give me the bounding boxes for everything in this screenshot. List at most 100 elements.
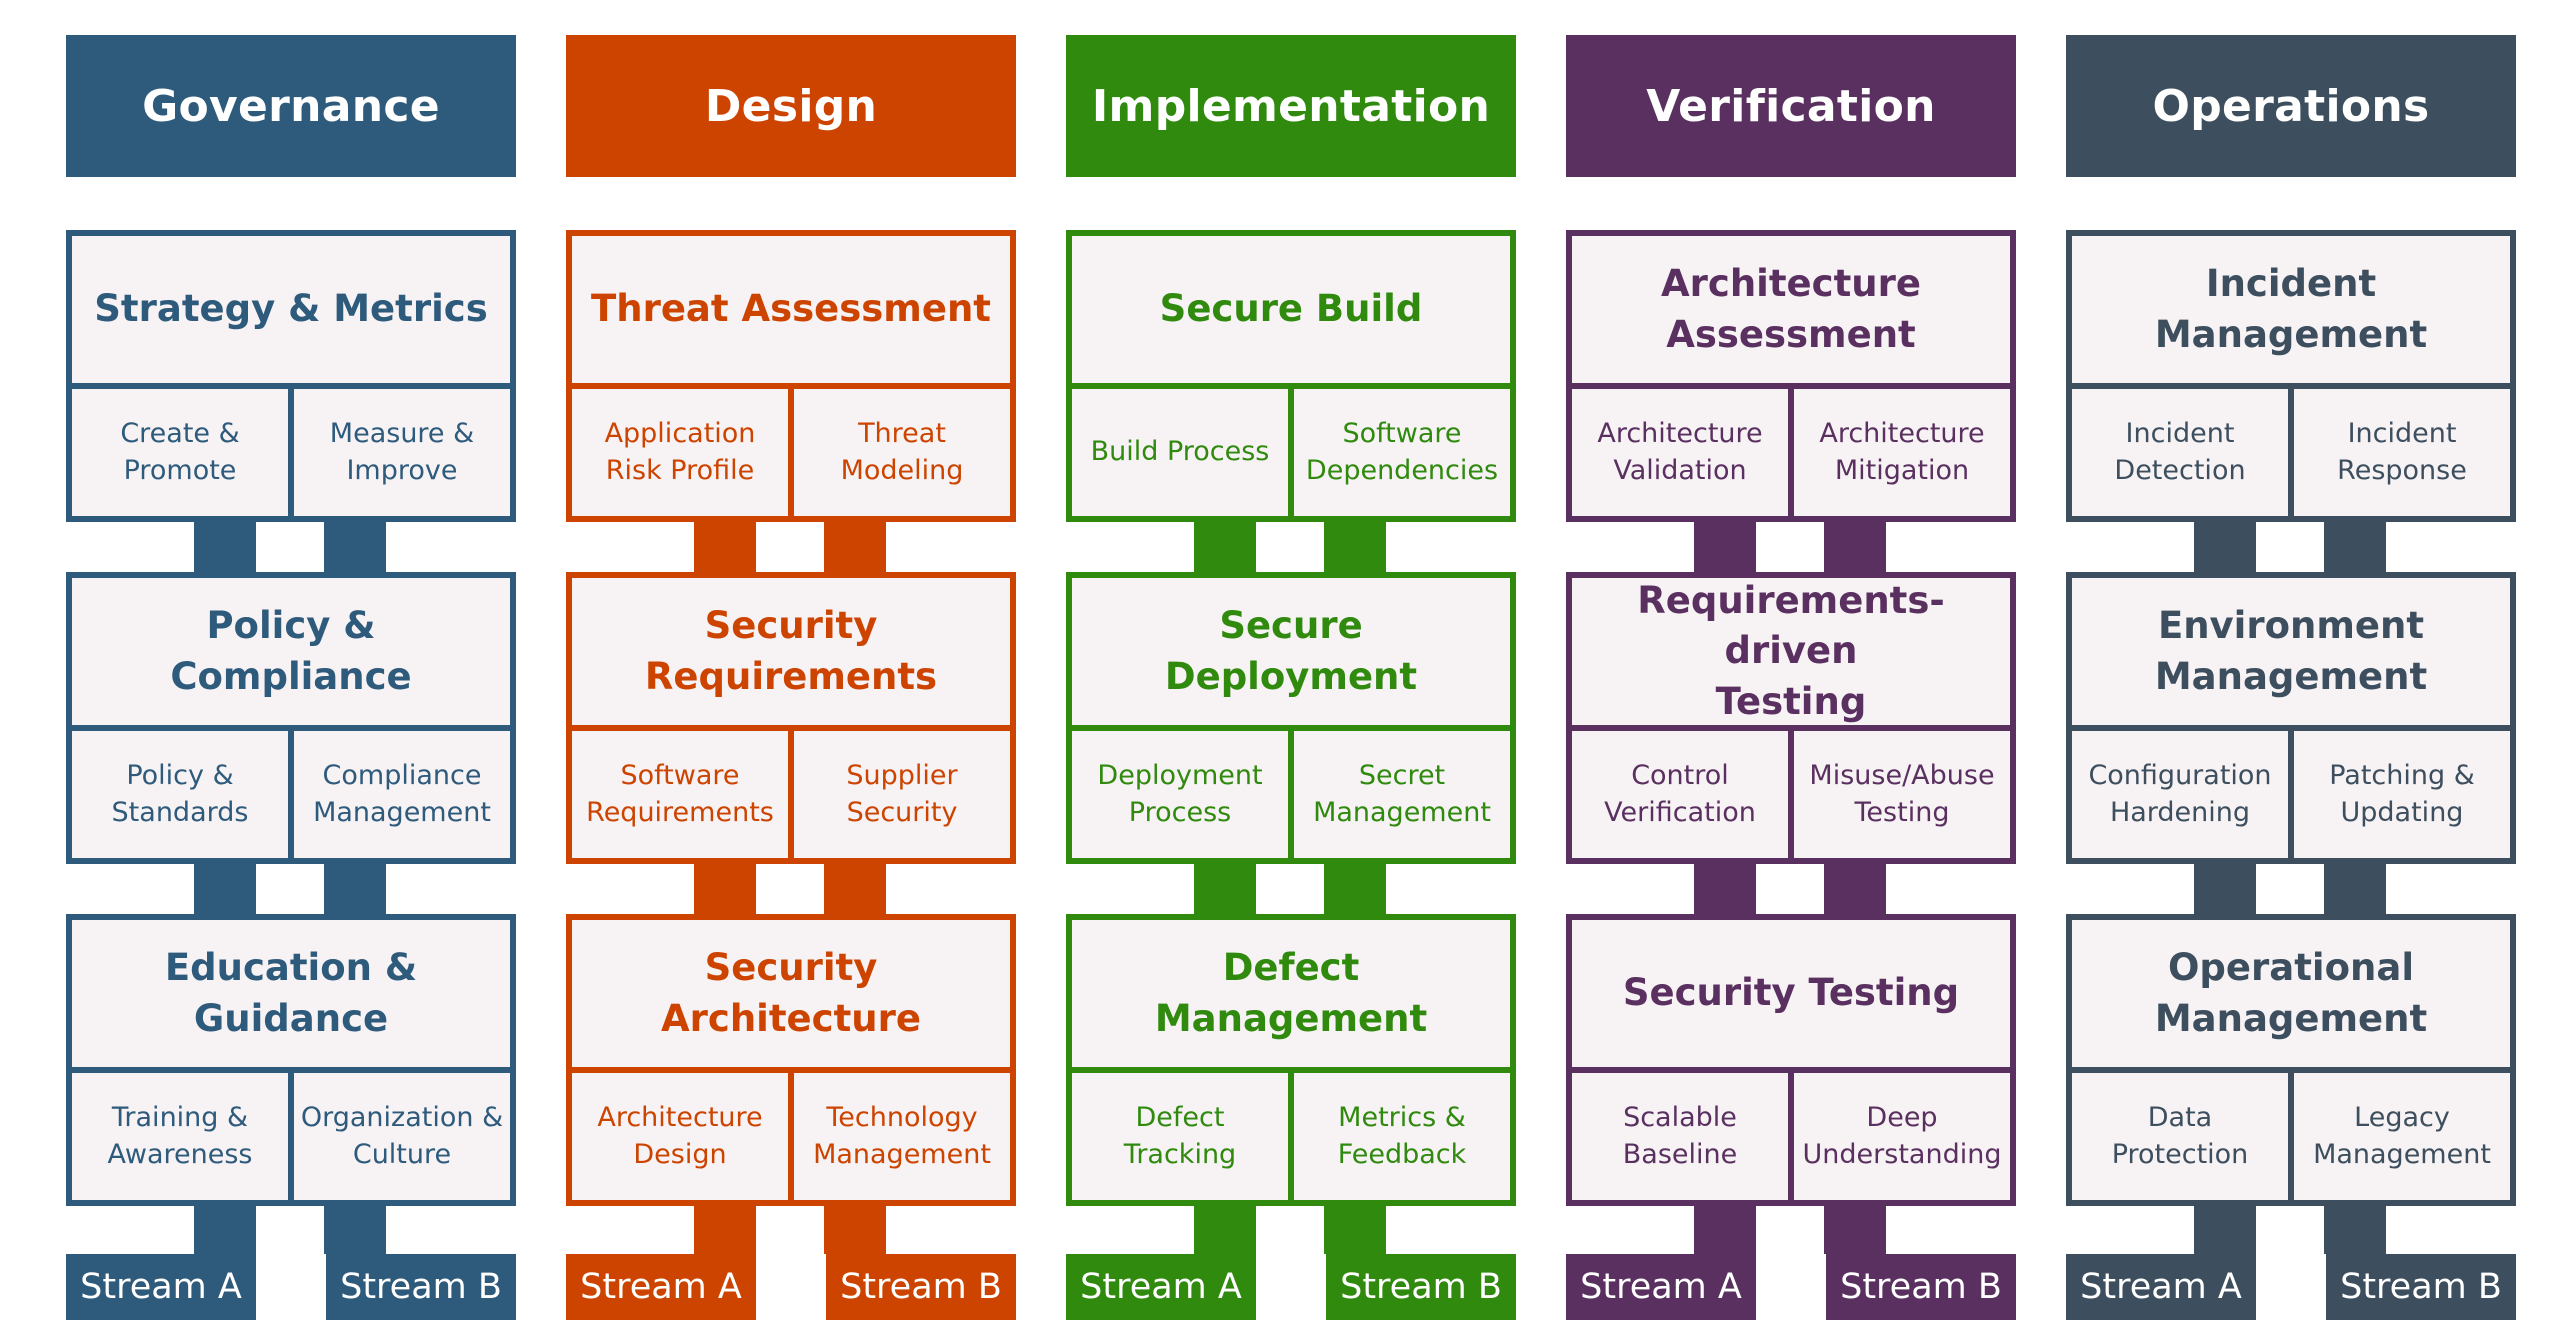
stream-activity-b: Metrics & Feedback <box>1337 1102 1467 1170</box>
stream-divider <box>1288 731 1294 858</box>
practice-title: Operational Management <box>2154 946 2428 1040</box>
stream-connector-a <box>694 1202 756 1254</box>
stream-activity-a: Data Protection <box>2111 1102 2249 1170</box>
practice-title: Security Requirements <box>644 604 938 698</box>
stream-divider <box>1288 1073 1294 1200</box>
practice-title-cell: Education & Guidance <box>72 920 510 1073</box>
stream-connector-a <box>2194 522 2256 578</box>
practice-title-cell: Threat Assessment <box>572 236 1010 389</box>
stream-activity-b: Compliance Management <box>313 760 491 828</box>
stream-activity-b: Patching & Updating <box>2329 760 2475 828</box>
stream-activity-b: Organization & Culture <box>300 1102 504 1170</box>
stream-connector-a <box>1194 1202 1256 1254</box>
stream-connector-b <box>1324 522 1386 578</box>
stream-activity-b: Architecture Mitigation <box>1819 418 1985 486</box>
stream-activity-a: Control Verification <box>1604 760 1756 828</box>
stream-activity-b: Deep Understanding <box>1802 1102 2002 1170</box>
stream-connector-a <box>1694 864 1756 920</box>
practice-title: Secure Build <box>1159 287 1423 331</box>
stream-activity-b: Incident Response <box>2337 418 2467 486</box>
practice-title: Incident Management <box>2154 262 2428 356</box>
practice-title: Policy & Compliance <box>170 604 412 698</box>
practice-title: Strategy & Metrics <box>94 287 488 331</box>
stream-activity-a: Defect Tracking <box>1123 1102 1237 1170</box>
practice-title-cell: Policy & Compliance <box>72 578 510 731</box>
practice-title-cell: Secure Build <box>1072 236 1510 389</box>
stream-connector-a <box>2194 864 2256 920</box>
stream-activity-b: Technology Management <box>813 1102 991 1170</box>
stream-activity-b: Legacy Management <box>2313 1102 2491 1170</box>
practice-title: Requirements-driven Testing <box>1637 579 1945 723</box>
stream-divider <box>288 1073 294 1200</box>
stream-label-a: Stream A <box>66 1254 256 1320</box>
stream-divider <box>788 731 794 858</box>
stream-divider <box>2288 1073 2294 1200</box>
practice-title: Education & Guidance <box>164 946 418 1040</box>
business-function-header: Implementation <box>1066 35 1516 177</box>
practice-title: Defect Management <box>1154 946 1428 1040</box>
stream-divider <box>1288 389 1294 516</box>
stream-connector-b <box>824 1202 886 1254</box>
stream-label-a: Stream A <box>2066 1254 2256 1320</box>
stream-activity-a: Configuration Hardening <box>2088 760 2272 828</box>
stream-activity-a: Application Risk Profile <box>604 418 756 486</box>
stream-divider <box>788 389 794 516</box>
stream-label-a: Stream A <box>1066 1254 1256 1320</box>
stream-connector-b <box>324 864 386 920</box>
stream-label-b: Stream B <box>2326 1254 2516 1320</box>
practice-title-cell: Defect Management <box>1072 920 1510 1073</box>
stream-connector-b <box>324 1202 386 1254</box>
stream-connector-a <box>194 864 256 920</box>
stream-connector-b <box>1324 1202 1386 1254</box>
practice-title-cell: Security Requirements <box>572 578 1010 731</box>
practice-title: Threat Assessment <box>591 287 991 331</box>
stream-connector-a <box>694 522 756 578</box>
stream-connector-b <box>324 522 386 578</box>
stream-label-a: Stream A <box>1566 1254 1756 1320</box>
stream-divider <box>288 389 294 516</box>
stream-connector-b <box>1824 864 1886 920</box>
stream-connector-a <box>2194 1202 2256 1254</box>
stream-activity-b: Misuse/Abuse Testing <box>1809 760 1995 828</box>
stream-divider <box>2288 389 2294 516</box>
stream-activity-a: Scalable Baseline <box>1622 1102 1738 1170</box>
stream-activity-b: Threat Modeling <box>840 418 964 486</box>
practice-title: Architecture Assessment <box>1661 262 1921 356</box>
stream-divider <box>788 1073 794 1200</box>
practice-title-cell: Requirements-driven Testing <box>1572 578 2010 731</box>
business-function-header: Governance <box>66 35 516 177</box>
business-function-header: Design <box>566 35 1016 177</box>
stream-connector-a <box>1694 1202 1756 1254</box>
stream-divider <box>1788 1073 1794 1200</box>
practice-title-cell: Security Testing <box>1572 920 2010 1073</box>
business-function-header: Operations <box>2066 35 2516 177</box>
stream-label-b: Stream B <box>1826 1254 2016 1320</box>
stream-activity-a: Create & Promote <box>120 418 240 486</box>
stream-connector-a <box>1694 522 1756 578</box>
stream-divider <box>1788 389 1794 516</box>
stream-connector-b <box>2324 1202 2386 1254</box>
stream-divider <box>1788 731 1794 858</box>
practice-title-cell: Incident Management <box>2072 236 2510 389</box>
stream-connector-a <box>194 1202 256 1254</box>
practice-title-cell: Security Architecture <box>572 920 1010 1073</box>
stream-connector-a <box>194 522 256 578</box>
stream-label-a: Stream A <box>566 1254 756 1320</box>
practice-title: Security Testing <box>1622 971 1960 1015</box>
stream-activity-a: Architecture Design <box>597 1102 763 1170</box>
